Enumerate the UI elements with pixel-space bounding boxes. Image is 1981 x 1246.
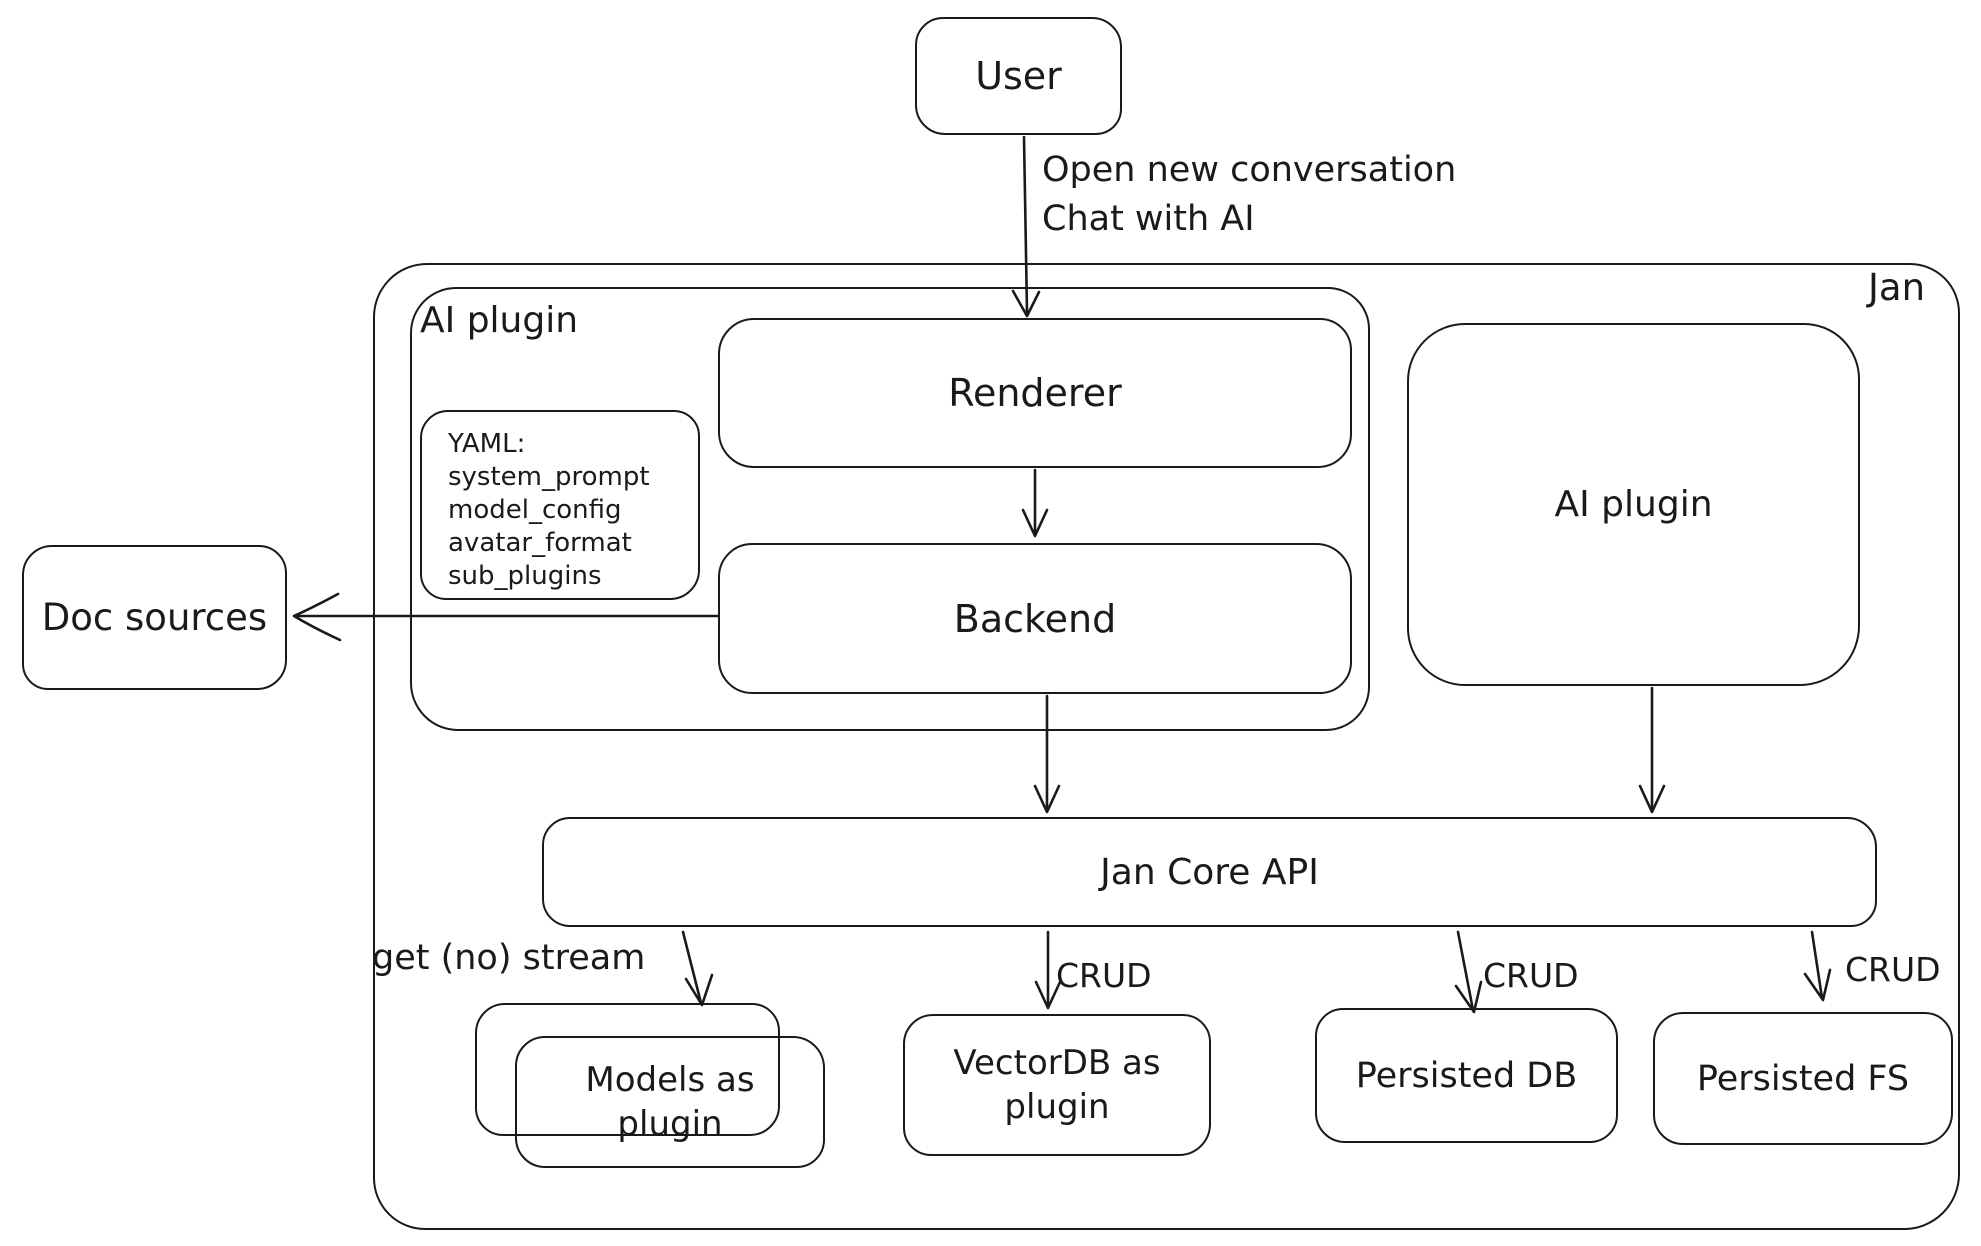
jan-container-label: Jan [1868, 266, 1926, 309]
persisted-fs-node: Persisted FS [1653, 1012, 1953, 1145]
persisted-db-node: Persisted DB [1315, 1008, 1618, 1143]
yaml-note-line: avatar_format [448, 528, 632, 558]
yaml-note-line: system_prompt [448, 462, 650, 492]
edge-label-crud-persisted-db: CRUD [1483, 956, 1579, 995]
ai-plugin-container [410, 287, 1370, 731]
edge-label-crud-vectordb: CRUD [1056, 956, 1152, 995]
edge-label-get-no-stream: get (no) stream [372, 938, 646, 978]
backend-node: Backend [718, 543, 1352, 694]
ai-plugin-right-node: AI plugin [1407, 323, 1860, 686]
yaml-note-line: model_config [448, 495, 622, 525]
user-node: User [915, 17, 1122, 135]
yaml-note: YAML: system_prompt model_config avatar_… [420, 410, 700, 600]
renderer-node: Renderer [718, 318, 1352, 468]
doc-sources-node: Doc sources [22, 545, 287, 690]
yaml-note-line: sub_plugins [448, 561, 602, 591]
vectordb-as-plugin-node: VectorDB as plugin [903, 1014, 1211, 1156]
jan-container [373, 263, 1960, 1230]
ai-plugin-container-label: AI plugin [420, 300, 579, 341]
yaml-note-line: YAML: [448, 429, 526, 459]
edge-label-user-to-renderer: Open new conversation Chat with AI [1042, 150, 1457, 239]
models-as-plugin-back-box [475, 1003, 780, 1136]
jan-core-api-node: Jan Core API [542, 817, 1877, 927]
models-as-plugin-node: Models as plugin [515, 1036, 825, 1168]
edge-label-crud-persisted-fs: CRUD [1845, 950, 1941, 989]
